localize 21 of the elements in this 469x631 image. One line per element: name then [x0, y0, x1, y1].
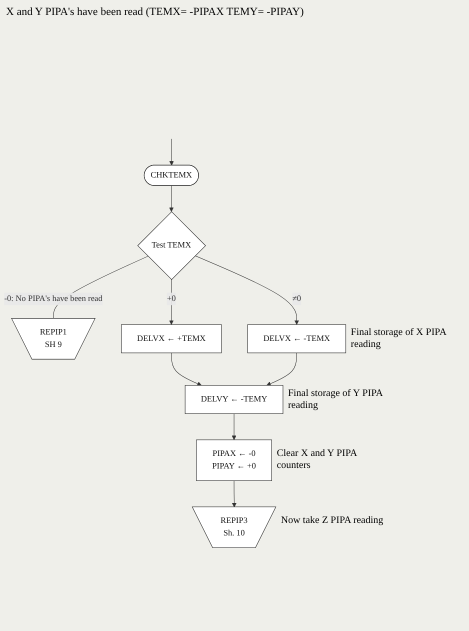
node-box: PIPAX ← -0 PIPAY ← +0: [196, 440, 272, 481]
node-box: DELVY ← -TEMY: [184, 385, 284, 414]
arrow: [266, 352, 297, 386]
arrow: [171, 352, 202, 386]
node-box: DELVX ← +TEMX: [121, 324, 222, 354]
edge-label: +0: [166, 294, 176, 304]
node-box: DELVX ← -TEMX: [247, 324, 346, 354]
arrow: [169, 138, 174, 166]
arrow: [169, 186, 174, 212]
edge-label: ≠0: [292, 294, 302, 304]
annotation-text: Now take Z PIPA reading: [280, 515, 384, 528]
annotation-text: Final storage of X PIPA reading: [350, 326, 448, 351]
annotation-text: Final storage of Y PIPA reading: [288, 388, 384, 412]
arrow: [194, 256, 300, 325]
annotation-text: Clear X and Y PIPA counters: [276, 448, 358, 472]
arrow: [232, 480, 237, 508]
note-text: X and Y PIPA's have been read (TEMX= -PIPAX TEMY= -PIPAY): [6, 6, 305, 18]
arrow: [232, 413, 236, 440]
node-diamond: Test TEMX: [137, 211, 206, 280]
arrow: [169, 279, 174, 325]
edge-label: -0: No PIPA's have been read: [4, 294, 102, 304]
